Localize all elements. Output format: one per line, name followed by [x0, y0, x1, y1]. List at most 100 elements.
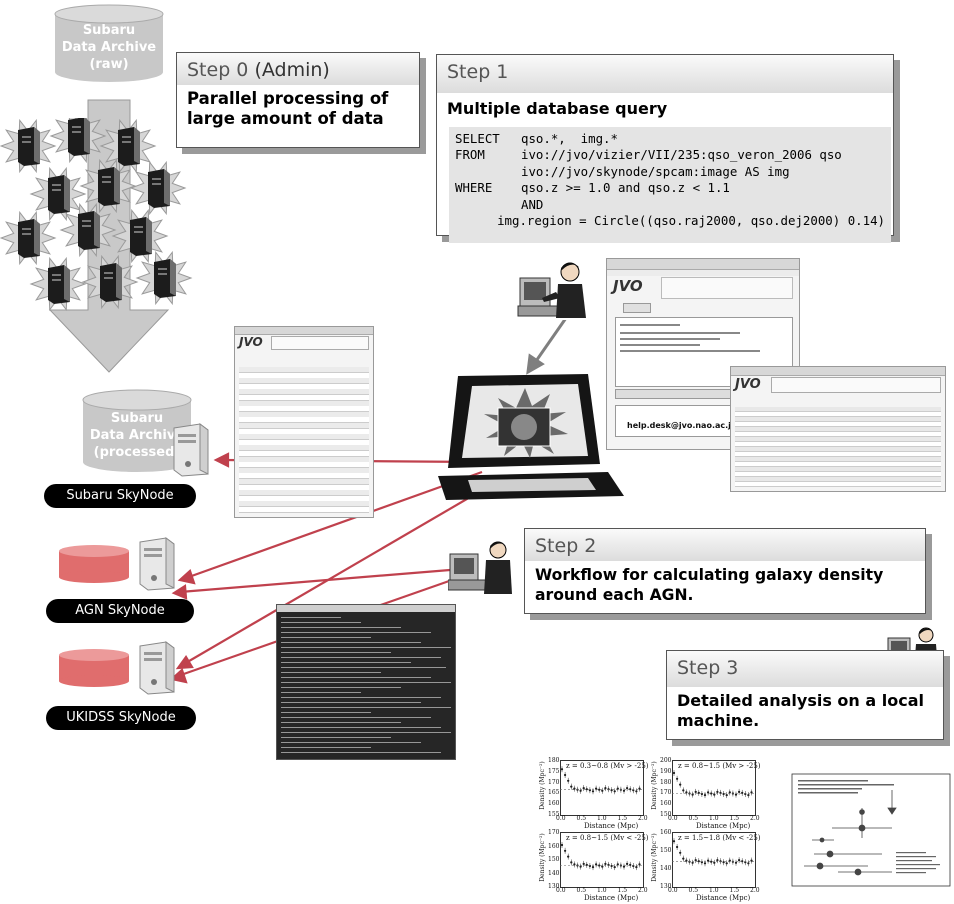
step3-box: Step 3 Detailed analysis on a local mach…	[666, 650, 944, 740]
plot-y-tick: 160	[548, 842, 560, 850]
step2-line1: Workflow for calculating galaxy density	[535, 566, 884, 584]
server-tower-icon	[48, 175, 70, 214]
table-row	[239, 462, 369, 469]
terminal-line	[281, 617, 341, 618]
table-row	[239, 479, 369, 485]
user-arrow	[526, 317, 568, 375]
plot-x-axis-label: Distance (Mpc)	[584, 822, 639, 830]
terminal-line	[281, 747, 371, 748]
terminal-line	[281, 682, 451, 683]
result-row	[735, 472, 941, 477]
terminal-line	[281, 672, 381, 673]
plot-y-tick: 175	[548, 767, 560, 775]
plot-y-axis-label: Density (Mpc⁻²)	[650, 761, 658, 810]
plot-frame	[672, 760, 756, 816]
terminal-line	[281, 667, 446, 668]
plot-y-tick: 180	[548, 757, 560, 764]
terminal-line	[281, 752, 441, 753]
table-row	[239, 372, 369, 379]
jvo-logo: JVO	[613, 277, 643, 295]
step2-line2: around each AGN.	[535, 586, 694, 604]
result-row	[735, 417, 941, 422]
server-tower-icon	[48, 265, 70, 304]
plot-x-tick: 0.0	[556, 815, 566, 822]
step3-title: Step 3	[677, 657, 739, 679]
plot-y-tick: 170	[548, 829, 560, 836]
table-row	[239, 501, 369, 508]
server-tower-icon	[118, 127, 140, 166]
sql-line: ivo://jvo/skynode/spcam:image AS img	[455, 164, 885, 180]
plot-x-tick: 1.0	[709, 815, 719, 822]
plot-x-tick: 0.0	[668, 887, 678, 894]
terminal-line	[281, 687, 401, 688]
terminal-line	[281, 707, 451, 708]
density-plot: z = 0.8~1.5 (Mv < -25)Density (Mpc⁻²)Dis…	[539, 829, 649, 902]
table-row	[239, 434, 369, 441]
plot-y-tick: 160	[548, 800, 560, 808]
plot-y-tick: 200	[660, 757, 672, 764]
archive-raw-line2: Data Archive	[61, 40, 157, 55]
plot-legend-label: z = 1.5~1.8 (Mv < -25)	[678, 834, 761, 842]
terminal-line	[281, 697, 441, 698]
table-row	[239, 445, 369, 452]
table-row	[239, 456, 369, 463]
plot-y-tick: 140	[660, 865, 672, 872]
result-row	[735, 422, 941, 427]
terminal-line	[281, 652, 391, 653]
step1-subtitle: Multiple database query	[447, 99, 668, 118]
server-tower-icon	[78, 211, 100, 250]
plot-frame	[560, 760, 644, 816]
terminal-line	[281, 722, 401, 723]
archive-raw-line1: Subaru	[82, 23, 136, 38]
terminal-line	[281, 732, 451, 733]
workstation-computer-icon	[438, 374, 624, 500]
plot-x-tick: 0.5	[688, 815, 699, 822]
plot-x-tick: 1.5	[617, 815, 628, 822]
sql-line: img.region = Circle((qso.raj2000, qso.de…	[455, 213, 885, 229]
sql-line: AND	[455, 197, 885, 213]
table-header	[271, 336, 369, 350]
sql-clause: AND	[521, 196, 544, 212]
subaru-processed-archive: Subaru Data Archive (processed)	[82, 388, 192, 474]
result-row	[735, 447, 941, 452]
step0-title: Step 0	[187, 59, 249, 81]
plot-frame	[560, 832, 644, 888]
terminal-line	[281, 622, 361, 623]
plot-x-axis-label: Distance (Mpc)	[696, 822, 751, 830]
terminal-line	[281, 737, 391, 738]
server-cluster	[0, 118, 193, 312]
step2-box: Step 2 Workflow for calculating galaxy d…	[524, 528, 926, 614]
terminal-line	[281, 637, 371, 638]
result-row	[735, 477, 941, 482]
table-row	[239, 451, 369, 457]
results-header	[771, 377, 941, 393]
step1-title: Step 1	[447, 61, 509, 83]
result-row	[735, 462, 941, 467]
result-row	[735, 437, 941, 442]
table-row	[239, 406, 369, 413]
plot-x-tick: 2.0	[750, 887, 760, 894]
plot-x-tick: 2.0	[750, 815, 760, 822]
user-at-computer-icon-2	[448, 541, 512, 594]
plot-x-axis-label: Distance (Mpc)	[584, 894, 639, 902]
plot-y-tick: 170	[548, 778, 560, 786]
plot-y-tick: 150	[660, 811, 672, 818]
server-tower-icon	[154, 259, 176, 298]
terminal-line	[281, 657, 441, 658]
result-row	[735, 412, 941, 417]
redshift-scatter-thumbnail	[772, 768, 954, 902]
terminal-line	[281, 627, 401, 628]
plot-points	[672, 838, 754, 867]
plot-y-tick: 130	[548, 883, 560, 890]
plot-y-tick: 160	[660, 800, 672, 808]
plot-x-tick: 2.0	[638, 815, 648, 822]
server-tower-icon	[130, 217, 152, 256]
server-tower-icon	[18, 127, 40, 166]
server-tower-icon	[148, 169, 170, 208]
plot-x-tick: 1.5	[617, 887, 628, 894]
table-row	[239, 490, 369, 497]
table-row	[239, 439, 369, 446]
subaru-server-icon	[173, 423, 209, 477]
density-plot: z = 1.5~1.8 (Mv < -25)Density (Mpc⁻²)Dis…	[651, 829, 761, 902]
plot-y-tick: 165	[548, 789, 560, 797]
